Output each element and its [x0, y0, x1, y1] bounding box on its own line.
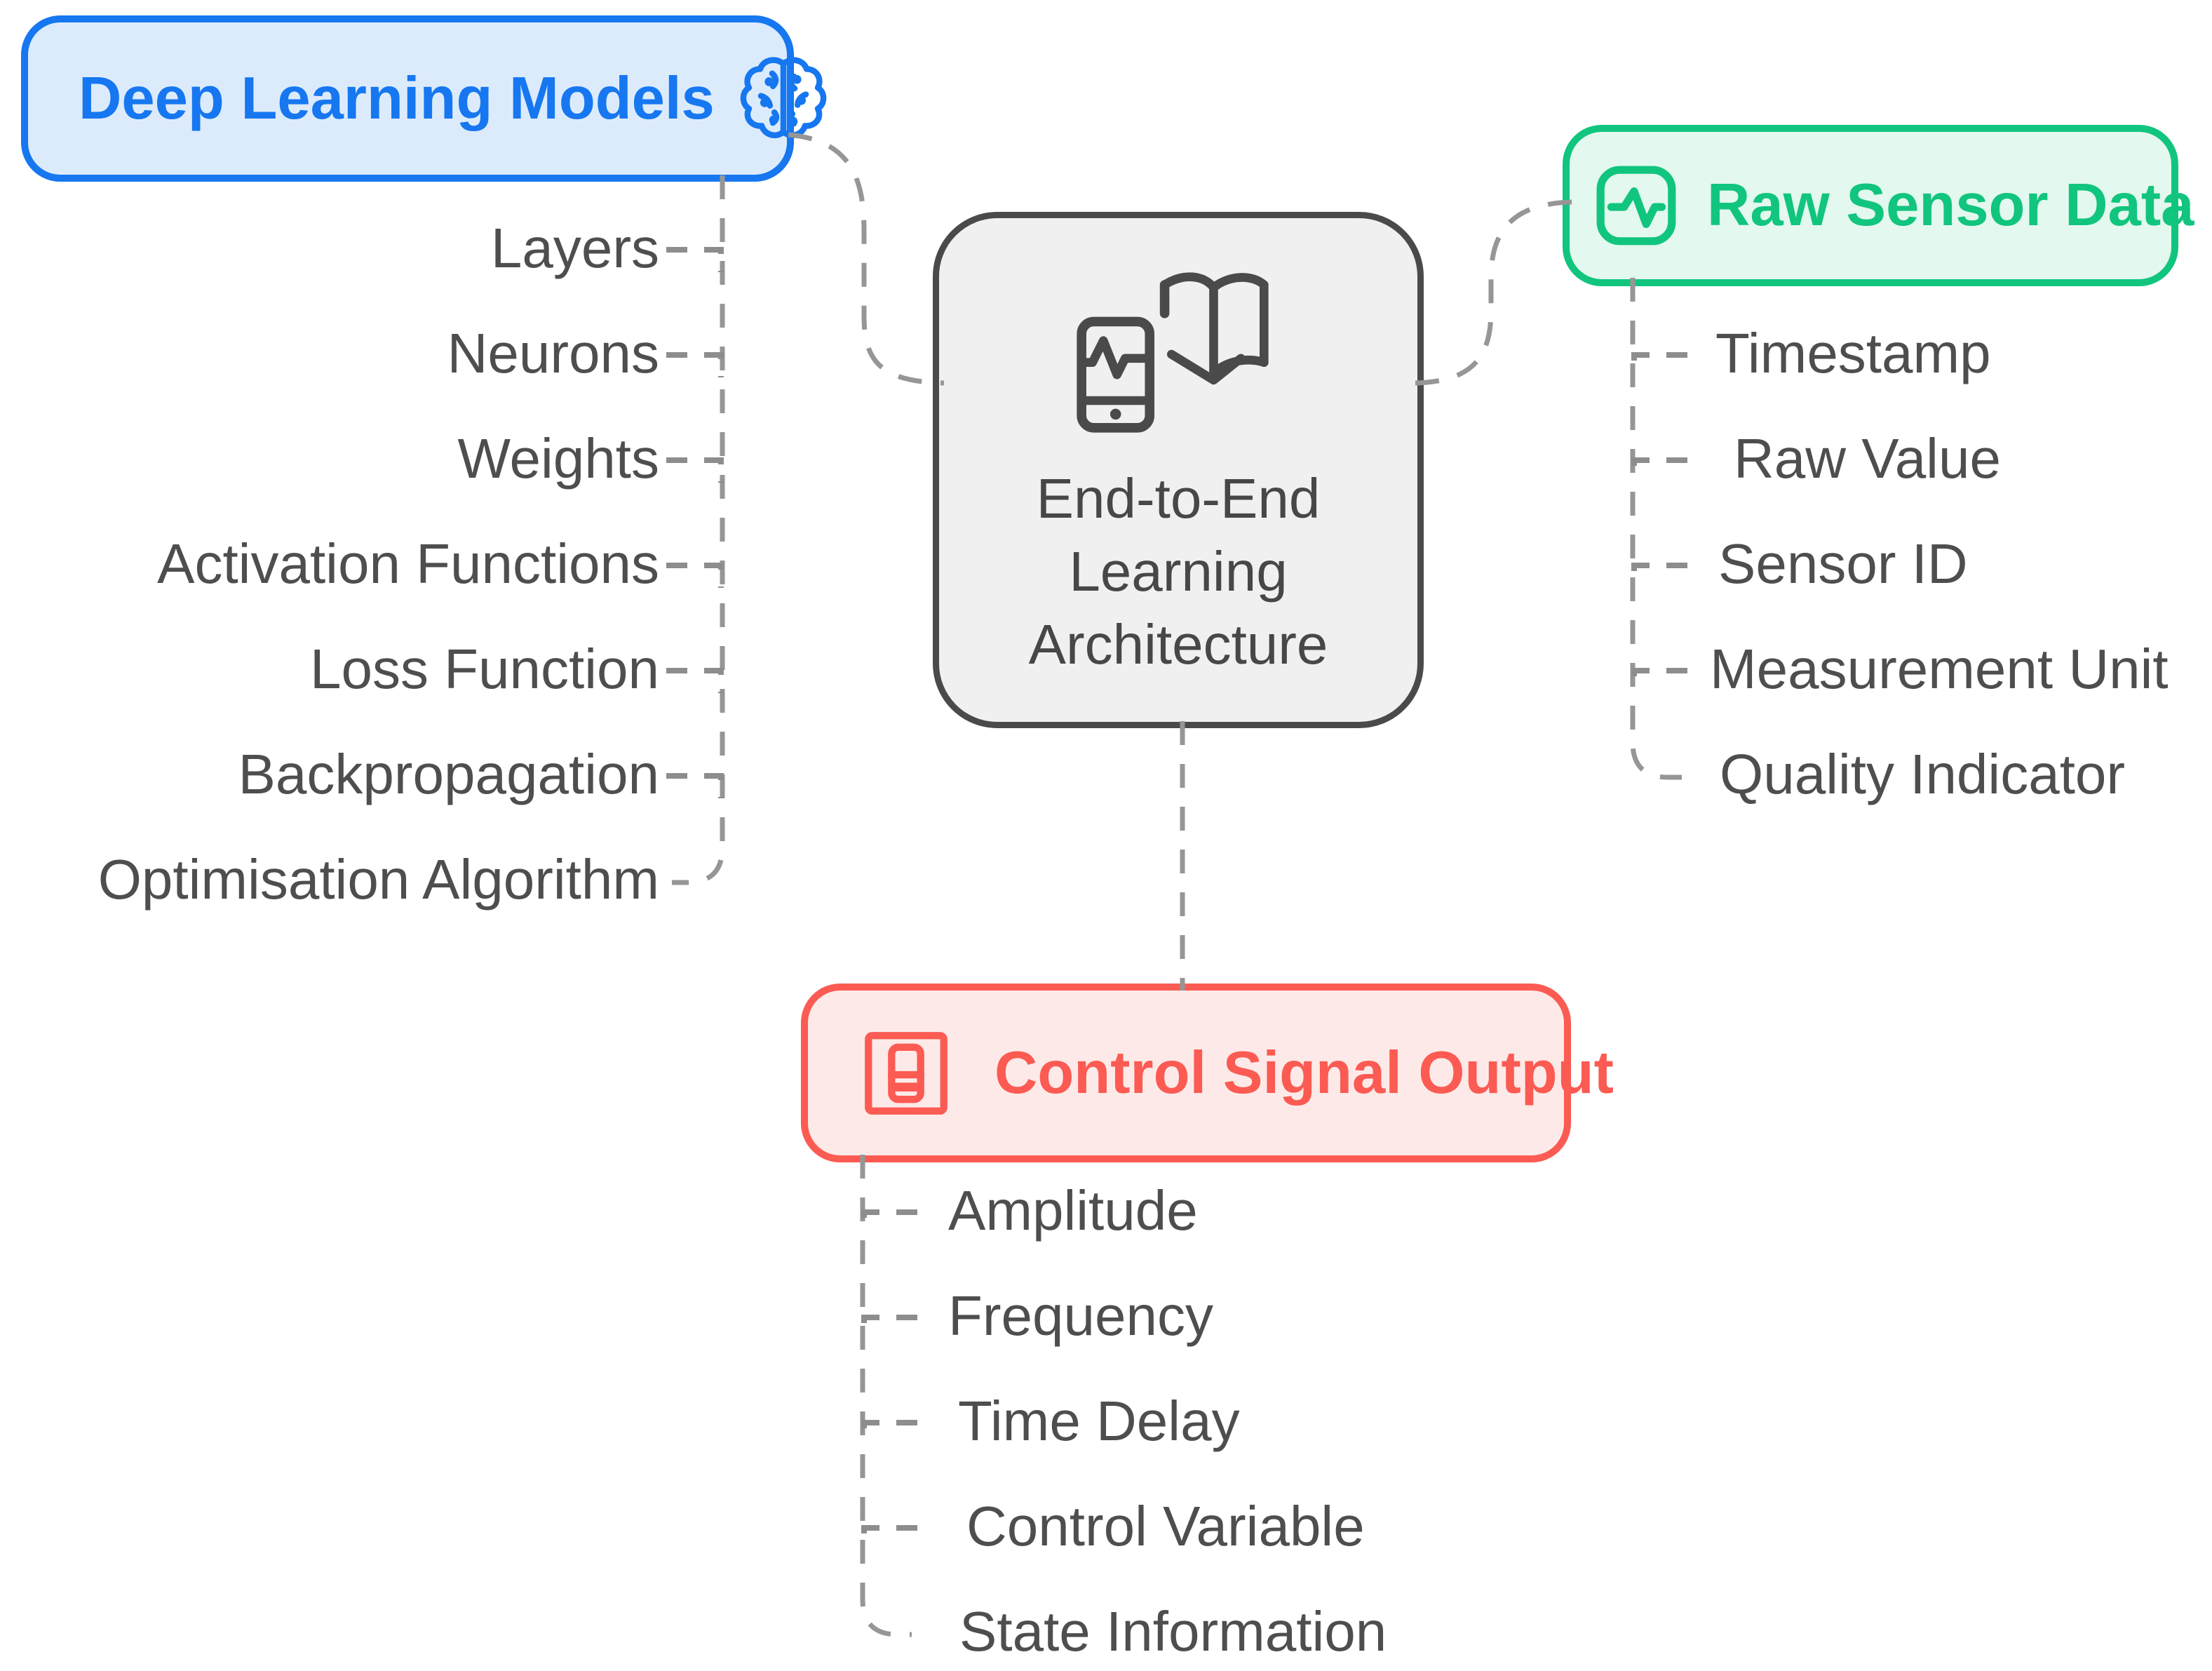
- right-branch-spine: [1630, 278, 1682, 780]
- bottom-stub-amplitude: [861, 1209, 917, 1235]
- node-raw-sensor-data: Raw Sensor Data: [1563, 125, 2194, 286]
- center-node-title: End-to-End Learning Architecture: [1029, 462, 1328, 681]
- left-stub-activation-functions: [666, 563, 724, 588]
- item-raw-value: Raw Value: [1734, 427, 2001, 490]
- item-sensor-id: Sensor ID: [1718, 532, 1968, 596]
- toggle-switch-icon: [863, 1030, 950, 1117]
- item-amplitude: Amplitude: [948, 1179, 1198, 1242]
- item-timestamp: Timestamp: [1715, 322, 1991, 385]
- item-control-variable: Control Variable: [966, 1495, 1365, 1558]
- right-stub-measurement-unit: [1631, 668, 1687, 693]
- left-stub-backpropagation: [666, 773, 724, 798]
- node-deep-learning-models-title: Deep Learning Models: [79, 65, 715, 132]
- item-backpropagation: Backpropagation: [238, 743, 659, 806]
- right-stub-sensor-id: [1631, 563, 1687, 588]
- item-quality-indicator: Quality Indicator: [1720, 743, 2126, 806]
- center-title-line-1: End-to-End: [1036, 467, 1321, 530]
- right-stub-timestamp: [1631, 352, 1687, 377]
- right-stub-raw-value: [1631, 457, 1687, 483]
- bottom-branch-spine: [860, 1155, 912, 1637]
- item-state-information: State Information: [959, 1600, 1387, 1663]
- node-raw-sensor-data-title: Raw Sensor Data: [1707, 172, 2194, 239]
- left-stub-neurons: [666, 352, 724, 377]
- left-stub-weights: [666, 457, 724, 483]
- phone-learning-icon: [1063, 259, 1294, 450]
- center-title-line-2: Learning: [1069, 540, 1288, 603]
- left-stub-loss-function: [666, 668, 724, 693]
- item-activation-functions: Activation Functions: [157, 532, 659, 596]
- item-time-delay: Time Delay: [958, 1390, 1240, 1453]
- brain-icon: [739, 54, 828, 144]
- center-title-line-3: Architecture: [1028, 613, 1328, 676]
- node-control-signal-output: Control Signal Output: [801, 984, 1614, 1162]
- item-layers: Layers: [490, 217, 659, 280]
- node-control-signal-output-title: Control Signal Output: [994, 1039, 1614, 1106]
- bottom-stub-time-delay: [861, 1420, 917, 1445]
- bottom-stub-frequency: [861, 1315, 917, 1340]
- item-frequency: Frequency: [948, 1284, 1213, 1348]
- item-loss-function: Loss Function: [309, 638, 659, 701]
- item-measurement-unit: Measurement Unit: [1710, 638, 2169, 701]
- item-optimisation-algorithm: Optimisation Algorithm: [97, 848, 659, 911]
- node-end-to-end-learning-architecture: End-to-End Learning Architecture: [933, 212, 1424, 728]
- bottom-stub-control-variable: [861, 1525, 917, 1550]
- connector-deep-learning-to-center: [788, 132, 945, 386]
- left-stub-layers: [666, 247, 724, 272]
- item-neurons: Neurons: [447, 322, 659, 385]
- node-deep-learning-models: Deep Learning Models: [21, 15, 827, 182]
- connector-center-to-raw-sensor: [1415, 199, 1573, 386]
- left-branch-spine: [672, 175, 725, 885]
- item-weights: Weights: [457, 427, 659, 490]
- activity-square-icon: [1593, 163, 1679, 248]
